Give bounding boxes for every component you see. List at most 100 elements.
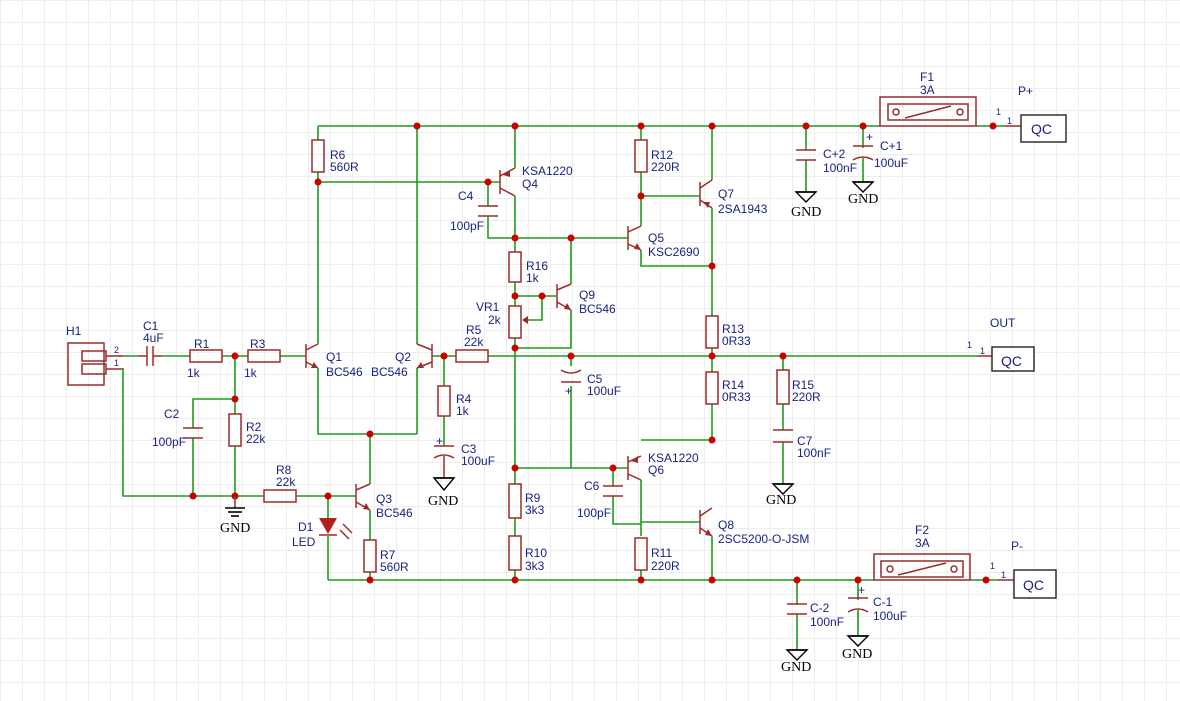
r12-ref: R12 — [651, 148, 673, 162]
pplus-qc: QC — [1031, 121, 1052, 137]
transistor-q9: Q9 BC546 — [556, 283, 616, 316]
junctions — [189, 122, 997, 584]
capacitor-cminus1: + C-1 100uF GND — [842, 583, 907, 662]
capacitor-c1: C1 4uF — [138, 319, 164, 366]
resistor-r8: R8 22k — [263, 463, 297, 503]
r4-value: 1k — [456, 404, 470, 418]
r1-ref: R1 — [194, 337, 210, 351]
cminus1-plus: + — [858, 583, 865, 597]
r13-value: 0R33 — [722, 334, 751, 348]
resistor-r11: R11 220R — [634, 537, 680, 573]
q4-ref: Q4 — [522, 177, 538, 191]
gnd-label-cplus2: GND — [791, 205, 821, 220]
r14-value: 0R33 — [722, 390, 751, 404]
wire-input-ground — [122, 368, 328, 497]
transistor-q2: Q2 BC546 — [371, 343, 433, 379]
cplus1-value: 100uF — [874, 156, 908, 170]
c6-value: 100pF — [577, 506, 611, 520]
q5-ref: Q5 — [648, 231, 664, 245]
cplus2-value: 100nF — [823, 161, 857, 175]
resistor-r13: R13 0R33 — [705, 315, 751, 349]
q7-value: 2SA1943 — [718, 202, 768, 216]
wire-c4 — [487, 182, 515, 239]
r5-ref: R5 — [466, 323, 482, 337]
q6-ref: Q6 — [648, 463, 664, 477]
r13-ref: R13 — [722, 322, 744, 336]
transistor-q7: Q7 2SA1943 — [699, 179, 768, 216]
fuse-f1: F1 3A 1 — [879, 70, 1001, 127]
r8-ref: R8 — [276, 463, 292, 477]
wire-q7 — [641, 126, 713, 316]
gnd-label-c7: GND — [766, 493, 796, 508]
c3-ref: C3 — [461, 442, 477, 456]
gnd-label-cplus1: GND — [848, 192, 878, 207]
r14-ref: R14 — [722, 378, 744, 392]
transistor-q1: Q1 BC546 — [305, 343, 363, 379]
resistor-r10: R10 3k3 — [508, 535, 547, 573]
d1-value: LED — [292, 535, 316, 549]
c4-value: 100pF — [450, 219, 484, 233]
out-qc: QC — [1001, 353, 1022, 369]
resistor-r9: R9 3k3 — [508, 483, 545, 519]
c6-ref: C6 — [584, 479, 600, 493]
transistor-q3: Q3 BC546 — [355, 483, 413, 520]
c5-value: 100uF — [587, 384, 621, 398]
trimmer-vr1: VR1 2k — [476, 300, 528, 339]
r16-ref: R16 — [526, 259, 548, 273]
r7-ref: R7 — [380, 548, 396, 562]
r1-value: 1k — [187, 366, 201, 380]
q2-value: BC546 — [371, 365, 408, 379]
q9-ref: Q9 — [579, 288, 595, 302]
gnd-label-c3: GND — [428, 494, 458, 509]
out-pin-a: 1 — [967, 340, 972, 350]
vr1-value: 2k — [488, 313, 502, 327]
cplus1-plus: + — [866, 130, 873, 144]
q8-ref: Q8 — [718, 518, 734, 532]
r9-ref: R9 — [525, 491, 541, 505]
q9-value: BC546 — [579, 302, 616, 316]
gnd-label-input: GND — [220, 521, 250, 536]
r3-value: 1k — [244, 366, 258, 380]
c5-plus: + — [565, 384, 572, 398]
pminus-net: P- — [1011, 539, 1023, 553]
q5-value: KSC2690 — [648, 245, 700, 259]
cminus1-ref: C-1 — [873, 595, 893, 609]
d1-ref: D1 — [298, 520, 314, 534]
r5-value: 22k — [464, 335, 484, 349]
transistor-q5: Q5 KSC2690 — [627, 225, 700, 259]
pminus-qc: QC — [1023, 577, 1044, 593]
ground-symbol-input: GND — [220, 496, 250, 536]
c3-plus: + — [436, 434, 443, 448]
wire-vr1-wiper — [524, 296, 543, 321]
capacitor-c6: C6 100pF — [577, 479, 623, 520]
r16-value: 1k — [526, 271, 540, 285]
transistor-q4: KSA1220 Q4 — [499, 164, 573, 197]
connector-out: OUT 1 1 QC — [967, 316, 1035, 372]
out-pin-b: 1 — [980, 346, 985, 356]
c4-ref: C4 — [458, 189, 474, 203]
f2-value: 3A — [915, 536, 930, 550]
r11-value: 220R — [651, 559, 680, 573]
transistor-q8: Q8 2SC5200-O-JSM — [699, 507, 809, 546]
wire-cplus — [805, 126, 864, 192]
r3-ref: R3 — [250, 337, 266, 351]
pplus-pin: 1 — [1007, 116, 1012, 126]
c2-ref: C2 — [164, 407, 180, 421]
c3-value: 100uF — [461, 454, 495, 468]
h1-ref: H1 — [66, 324, 82, 338]
q6-value: KSA1220 — [648, 451, 699, 465]
cminus2-ref: C-2 — [810, 601, 830, 615]
r6-value: 560R — [330, 160, 359, 174]
capacitor-cminus2: C-2 100nF GND — [781, 601, 844, 675]
wire-q5-emit — [640, 250, 712, 267]
h1-pin-1: 1 — [114, 358, 119, 368]
c1-value: 4uF — [143, 331, 164, 345]
r10-ref: R10 — [525, 546, 547, 560]
q3-ref: Q3 — [376, 492, 392, 506]
h1-pin-2: 2 — [114, 345, 119, 355]
q4-value: KSA1220 — [522, 164, 573, 178]
r12-value: 220R — [651, 160, 680, 174]
capacitor-c2: C2 100pF — [152, 407, 203, 449]
out-net: OUT — [990, 316, 1016, 330]
